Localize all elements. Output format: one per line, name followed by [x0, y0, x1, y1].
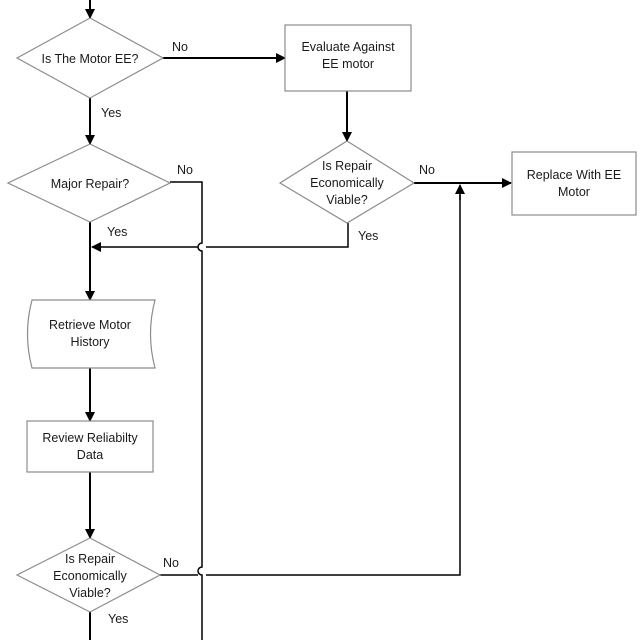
evaluate-label-line1: Evaluate Against	[301, 40, 395, 54]
retrieve-history-line2: History	[71, 335, 111, 349]
viable1-yes-label: Yes	[358, 229, 378, 243]
repair-viable-1-line1: Is Repair	[322, 159, 372, 173]
viable2-no-line	[160, 195, 461, 576]
repair-viable-1-decision	[278, 140, 416, 224]
major-repair-label: Major Repair?	[51, 177, 130, 191]
review-reliability-line1: Review Reliabilty	[42, 431, 138, 445]
motor-ee-no-label: No	[172, 40, 188, 54]
motor-ee-decision	[15, 17, 165, 99]
repair-viable-2-decision	[15, 537, 162, 613]
major-repair-no-label: No	[177, 163, 193, 177]
motor-ee-yes-label: Yes	[101, 106, 121, 120]
review-reliability-process	[26, 420, 154, 473]
replace-process	[511, 151, 637, 216]
repair-viable-1-line3: Viable?	[326, 193, 368, 207]
viable1-yes-line	[206, 223, 349, 248]
viable1-no-label: No	[419, 163, 435, 177]
viable2-no-label: No	[163, 556, 179, 570]
repair-viable-2-line2: Economically	[53, 569, 127, 583]
retrieve-history-data-shape	[26, 299, 156, 369]
retrieve-history-line1: Retrieve Motor	[49, 318, 131, 332]
motor-ee-label: Is The Motor EE?	[41, 52, 138, 66]
review-reliability-line2: Data	[77, 448, 103, 462]
major-repair-no-line	[170, 181, 203, 640]
evaluate-label-line2: EE motor	[322, 57, 374, 71]
repair-viable-1-line2: Economically	[310, 176, 384, 190]
evaluate-process	[284, 24, 412, 92]
repair-viable-2-line1: Is Repair	[65, 552, 115, 566]
major-repair-decision	[6, 143, 172, 223]
repair-viable-2-line3: Viable?	[69, 586, 111, 600]
viable2-yes-label: Yes	[108, 612, 128, 626]
replace-label-line1: Replace With EE	[527, 168, 621, 182]
replace-label-line2: Motor	[558, 185, 590, 199]
major-repair-yes-label: Yes	[107, 225, 127, 239]
